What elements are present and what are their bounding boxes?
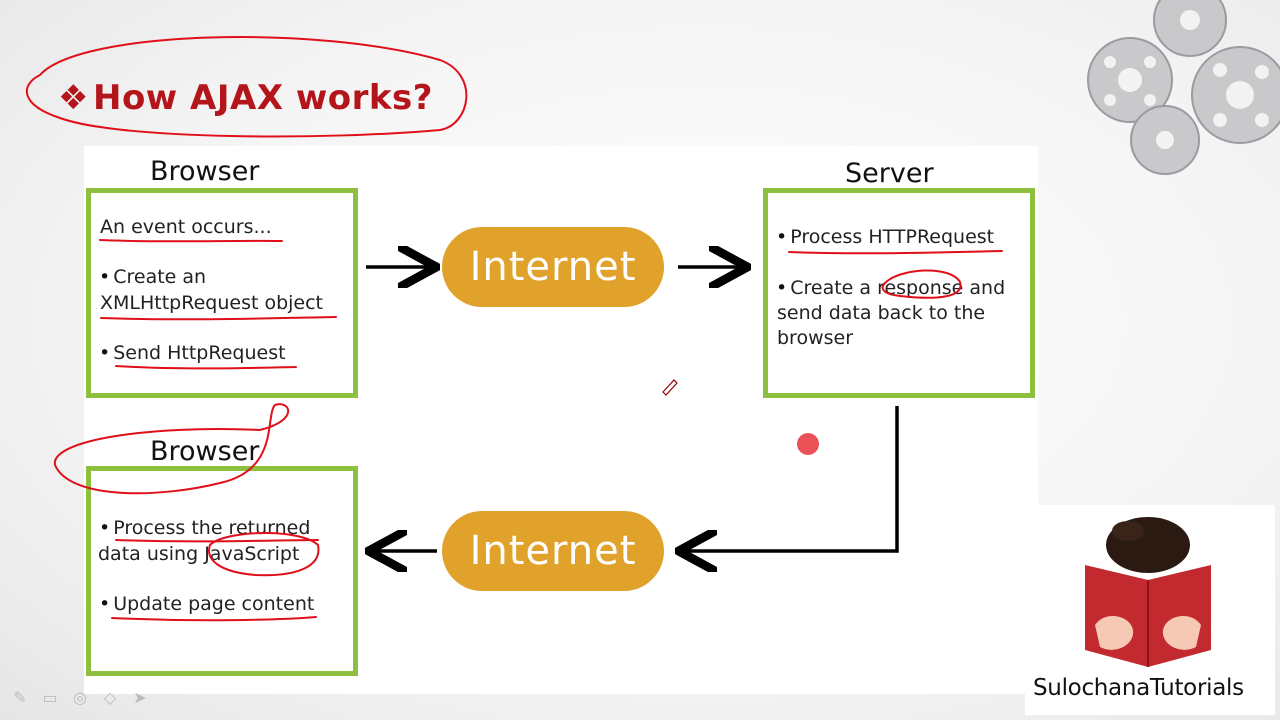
server-title: Server [845, 158, 934, 189]
browser-top-box: An event occurs... Create an XMLHttpRequ… [86, 188, 358, 398]
server-line-2: Create a response and [776, 276, 1005, 301]
server-line-1: Process HTTPRequest [776, 225, 994, 250]
title-bullet-icon: ❖ [58, 78, 89, 118]
browser-top-line-3: XMLHttpRequest object [100, 292, 324, 314]
annotation-toolbar: ✎ ▭ ◎ ◇ ➤ [10, 688, 150, 707]
browser-bottom-line-3: Update page content [99, 592, 314, 617]
browser-top-line-4: Send HttpRequest [99, 341, 285, 366]
highlighter-icon[interactable]: ◇ [103, 688, 117, 707]
screen-icon[interactable]: ▭ [42, 688, 58, 707]
browser-bottom-box: Process the returned data using JavaScri… [86, 466, 358, 676]
browser-bottom-title: Browser [150, 436, 260, 467]
gears-decoration [1087, 0, 1280, 175]
server-box: Process HTTPRequest Create a response an… [763, 188, 1035, 398]
pen-icon[interactable]: ✎ [13, 688, 27, 707]
reading-book-logo-icon [1085, 517, 1211, 667]
server-line-3: send data back to the [777, 302, 986, 324]
slide-title-text: How AJAX works? [92, 78, 433, 118]
channel-logo: SulochanaTutorials [1025, 505, 1275, 715]
eraser-icon[interactable]: ◎ [73, 688, 87, 707]
slide-title: ❖How AJAX works? [58, 78, 433, 118]
browser-top-title: Browser [150, 156, 260, 187]
server-line-4: browser [777, 327, 854, 349]
browser-bottom-line-2: data using JavaScript [98, 543, 300, 565]
internet-top-pill: Internet [442, 227, 664, 307]
browser-top-line-2: Create an [99, 265, 206, 290]
internet-bottom-pill: Internet [442, 511, 664, 591]
browser-top-line-1: An event occurs... [100, 216, 272, 238]
logo-text: SulochanaTutorials [1033, 675, 1244, 701]
browser-bottom-line-1: Process the returned [99, 516, 310, 541]
pointer-icon[interactable]: ➤ [133, 688, 147, 707]
